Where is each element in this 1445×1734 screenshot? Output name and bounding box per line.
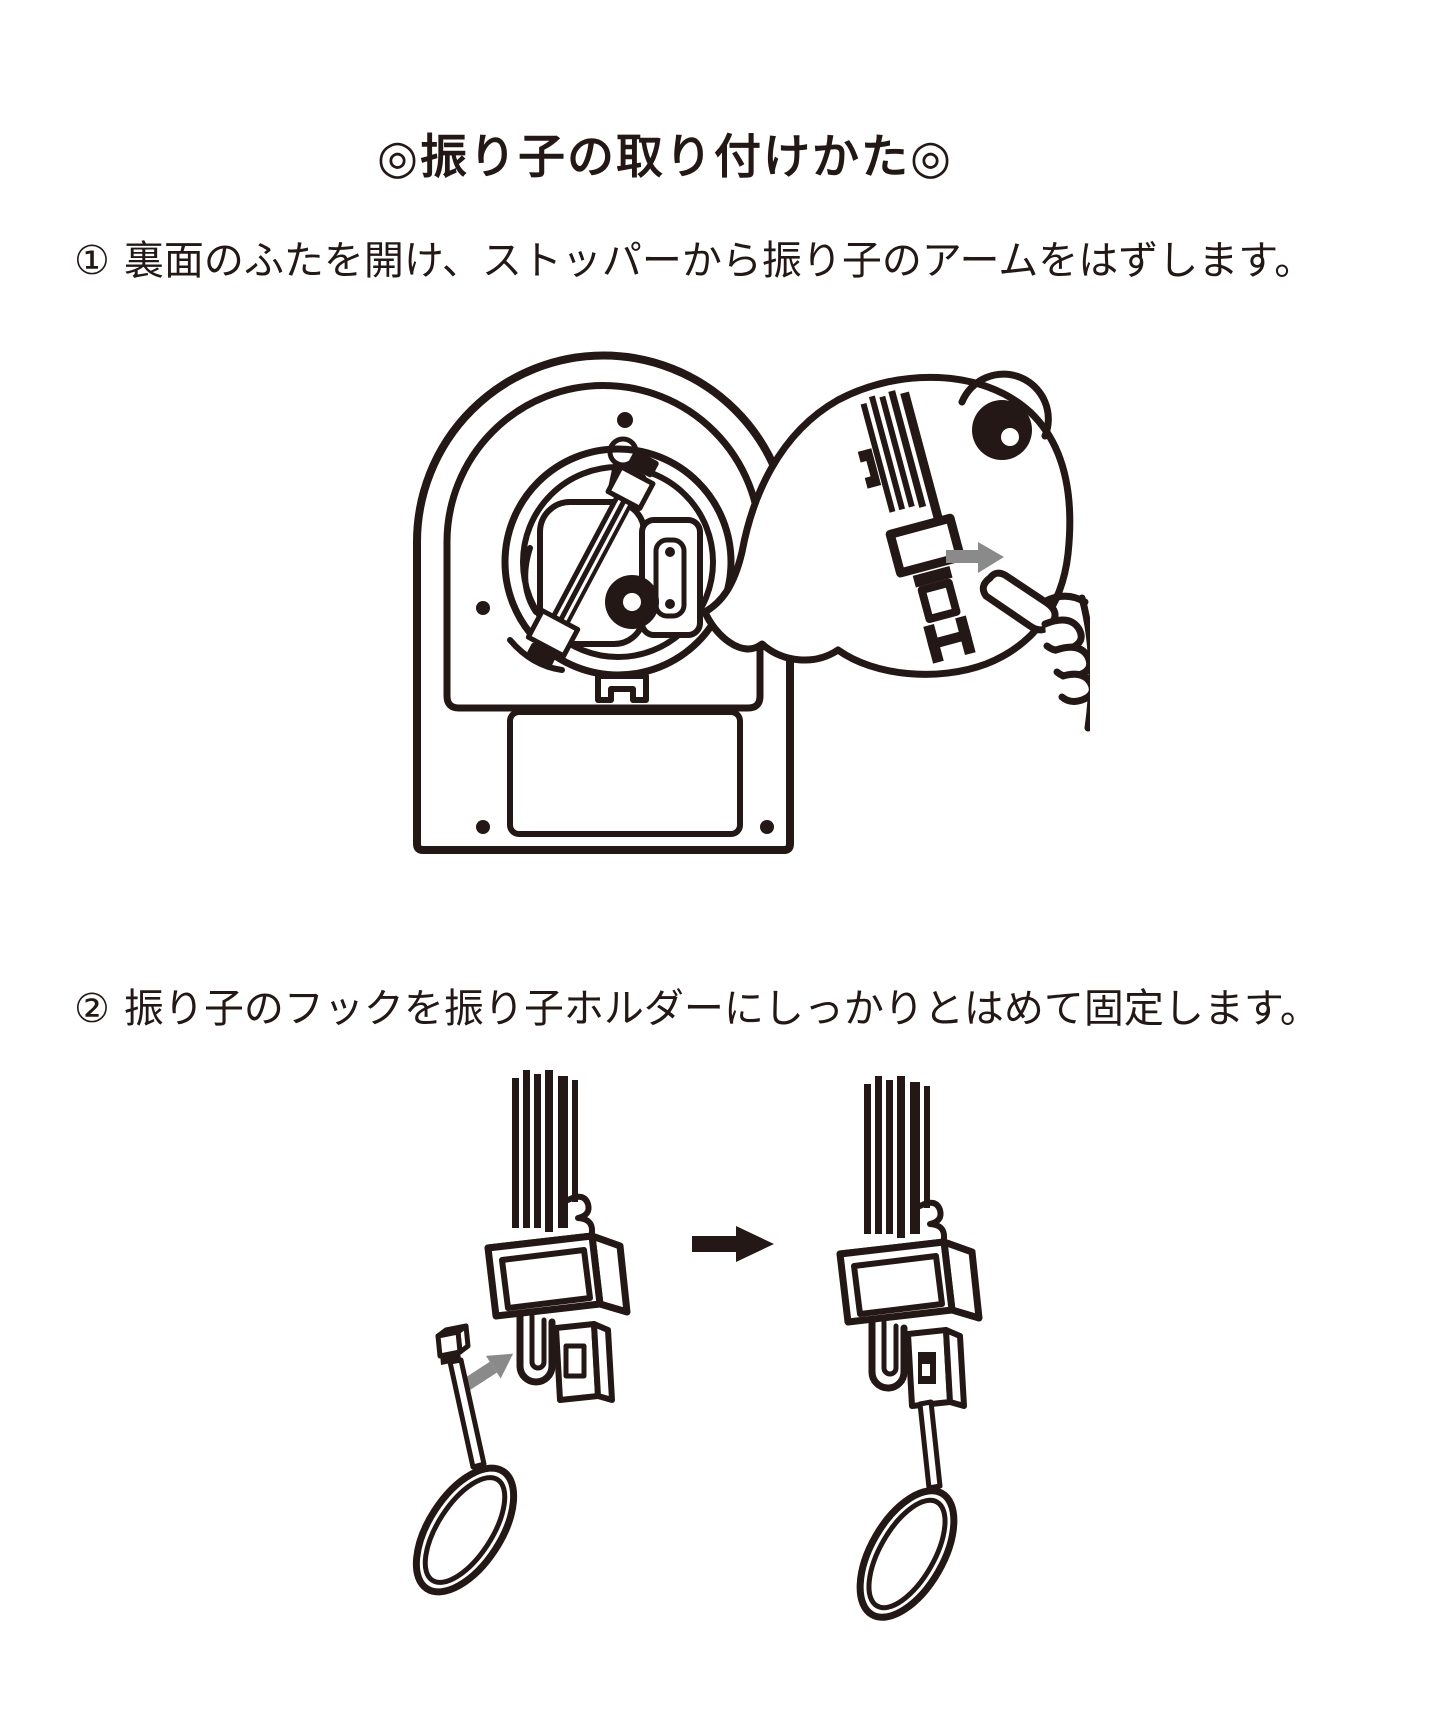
step-1-number: ① xyxy=(74,239,110,283)
page-title: ◎振り子の取り付けかた◎ xyxy=(376,130,954,183)
step-2-number: ② xyxy=(74,987,110,1031)
step-1-text: 裏面のふたを開け、ストッパーから振り子のアームをはずします。 xyxy=(123,239,1315,283)
plate-screw-bottom xyxy=(665,599,675,609)
battery-cover xyxy=(507,709,743,837)
step-2-text: 振り子のフックを振り子ホルダーにしっかりとはめて固定します。 xyxy=(123,987,1320,1031)
pendulum-detached xyxy=(412,1323,518,1596)
pointing-hand-icon xyxy=(979,569,1090,732)
pendulum-holder-detached xyxy=(412,1070,631,1596)
pendulum-stem xyxy=(447,1357,487,1470)
remove-direction-arrow-icon xyxy=(946,542,1004,573)
recess-inner-circle xyxy=(520,464,716,660)
zoom-arm-clip xyxy=(857,448,882,489)
holder-strap xyxy=(516,1312,556,1386)
pendulum-arm xyxy=(525,450,659,667)
clock-back-diagram xyxy=(413,351,794,854)
figure-step-2 xyxy=(412,1070,983,1621)
arm-top-cap xyxy=(627,450,659,478)
balloon-outline xyxy=(701,373,1074,678)
zoom-rotor xyxy=(972,400,1032,460)
suspension-rods xyxy=(864,1076,930,1238)
bottom-tab xyxy=(595,673,649,703)
suspension-rods xyxy=(512,1070,578,1232)
pendulum-holder-attached xyxy=(836,1076,983,1621)
zoom-stopper xyxy=(885,513,965,578)
motion-arc-left xyxy=(522,545,539,615)
plate-screw-top xyxy=(665,547,675,557)
clock-movement xyxy=(525,450,703,703)
clock-back-inner-panel xyxy=(443,382,764,712)
screw-bottom-right xyxy=(760,820,774,834)
pendulum-disc xyxy=(856,1487,958,1621)
arm-hook-clamp xyxy=(525,608,581,659)
step-2-caption: ② 振り子のフックを振り子ホルダーにしっかりとはめて固定します。 xyxy=(74,976,1374,1034)
hook-receiver xyxy=(553,1321,615,1403)
pendulum-holder-box xyxy=(484,1232,631,1320)
pendulum-disc xyxy=(412,1464,518,1596)
step-arrow-icon xyxy=(692,1226,774,1262)
screw-bottom-left xyxy=(476,820,490,834)
insert-direction-arrow-icon xyxy=(461,1353,514,1392)
rotor-center xyxy=(623,593,641,611)
motion-arc-bottom xyxy=(507,637,565,673)
arm-stopper xyxy=(605,464,656,511)
screw-left xyxy=(476,601,490,615)
screw-top xyxy=(617,412,633,428)
step-1-caption: ① 裏面のふたを開け、ストッパーから振り子のアームをはずします。 xyxy=(74,228,1374,286)
figure-step-1 xyxy=(413,351,1090,854)
movement-plate-slot xyxy=(653,537,687,619)
hook-receiver-with-hook xyxy=(905,1327,967,1409)
pendulum-hook xyxy=(435,1323,471,1365)
callout-balloon xyxy=(701,370,1090,732)
zoom-hook xyxy=(917,578,961,624)
balloon-zoom-detail xyxy=(857,370,1052,664)
pendulum-holder-box xyxy=(836,1238,983,1326)
holder-strap xyxy=(868,1318,908,1392)
pendulum-stem xyxy=(917,1399,943,1491)
